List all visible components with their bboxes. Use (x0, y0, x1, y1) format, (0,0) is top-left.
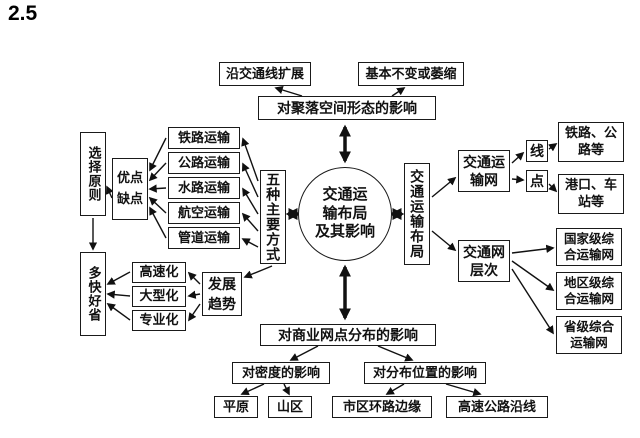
node-mode-air: 航空运输 (168, 202, 240, 224)
node-unchanged-or-shrink: 基本不变或萎缩 (358, 62, 464, 86)
node-transport-network: 交通运输网 (458, 150, 510, 192)
node-ring-road-edge: 市区环路边缘 (332, 396, 432, 418)
node-trend-largescale: 大型化 (132, 286, 186, 307)
node-transport-layout: 交通运输布局 (404, 163, 430, 265)
node-settlement-impact: 对聚落空间形态的影响 (258, 96, 436, 120)
node-trend-highspeed: 高速化 (132, 262, 186, 283)
node-more-fast-good-economical: 多快好省 (80, 252, 106, 336)
node-center-topic: 交通运 输布局 及其影响 (298, 167, 392, 261)
node-plain: 平原 (214, 396, 258, 418)
node-mode-water: 水路运输 (168, 177, 240, 199)
node-development-trend: 发展趋势 (202, 272, 242, 316)
node-mode-rail: 铁路运输 (168, 127, 240, 149)
node-mountain: 山区 (268, 396, 312, 418)
node-pros-cons: 优点缺点 (112, 158, 148, 220)
node-mode-road: 公路运输 (168, 152, 240, 174)
node-along-highway: 高速公路沿线 (446, 396, 548, 418)
node-trend-specialized: 专业化 (132, 310, 186, 331)
node-network-line: 线 (526, 140, 548, 162)
node-network-levels: 交通网层次 (458, 240, 510, 282)
node-expand-along-lines: 沿交通线扩展 (219, 62, 311, 86)
node-selection-principle: 选择原则 (80, 132, 106, 216)
page-title: 2.5 (8, 2, 38, 25)
node-mode-pipeline: 管道运输 (168, 227, 240, 249)
node-level-national: 国家级综合运输网 (556, 228, 622, 266)
node-density-impact: 对密度的影响 (232, 362, 330, 384)
node-line-examples: 铁路、公路等 (558, 122, 624, 162)
node-location-impact: 对分布位置的影响 (364, 362, 486, 384)
node-level-provincial: 省级综合运输网 (556, 316, 622, 354)
node-commercial-impact: 对商业网点分布的影响 (260, 324, 436, 346)
node-point-examples: 港口、车站等 (558, 174, 624, 214)
node-five-main-modes: 五种主要方式 (260, 170, 286, 264)
node-network-point: 点 (526, 170, 548, 192)
node-level-regional: 地区级综合运输网 (556, 272, 622, 310)
